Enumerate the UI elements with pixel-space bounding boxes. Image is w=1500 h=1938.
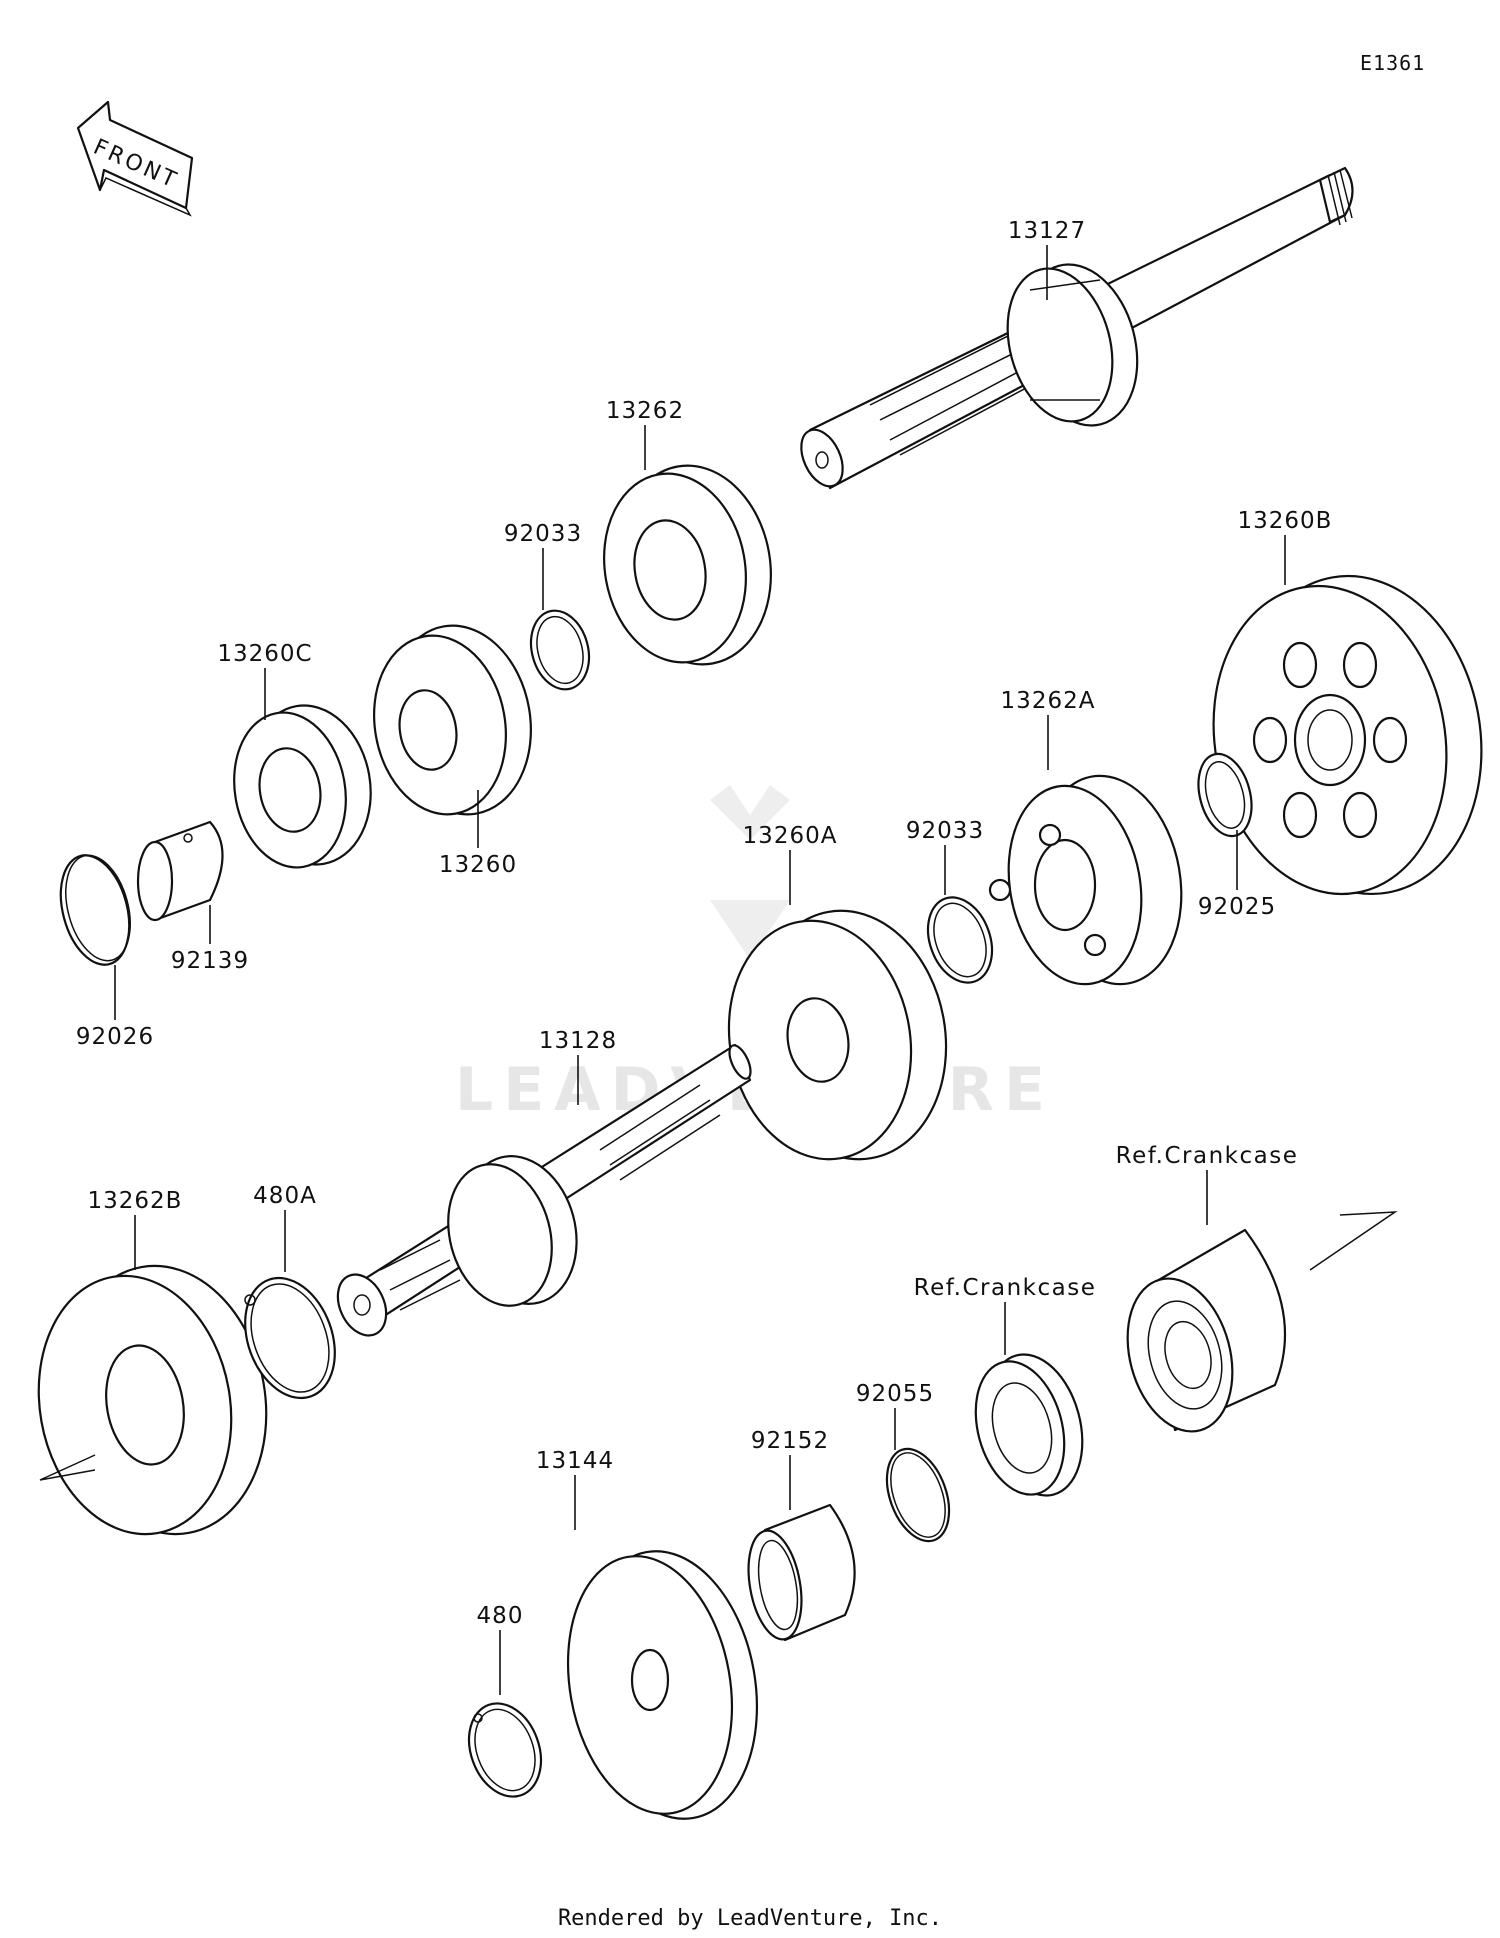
callout-13144: 13144 [536,1448,614,1474]
callout-13262A: 13262A [1001,688,1096,714]
bearing-ref-crankcase [1126,1228,1287,1433]
credit-text: Rendered by LeadVenture, Inc. [558,1906,942,1931]
callout-92033-lower: 92033 [906,818,984,844]
callout-13127: 13127 [1008,218,1086,244]
drive-shaft-13128 [336,1043,752,1337]
gear-on-shaft-13127 [1006,263,1139,427]
callout-92033-upper: 92033 [504,521,582,547]
callout-92025: 92025 [1198,894,1276,920]
callout-92152: 92152 [751,1428,829,1454]
callout-480A: 480A [253,1183,317,1209]
callout-92055: 92055 [856,1381,934,1407]
o-ring-92055 [885,1447,951,1543]
gear-13262A [988,774,1183,986]
gear-13262B [37,1264,268,1536]
bushing-92139 [136,820,224,922]
callout-labels: 13127 13262 92033 13260C 13260 92139 920… [76,218,1333,1629]
snap-ring-92033-lower [926,896,994,984]
callout-13262B: 13262B [88,1188,183,1214]
diagram-code: E1361 [1360,51,1425,75]
callout-13260: 13260 [439,852,517,878]
callout-92026: 92026 [76,1024,154,1050]
callout-ref-crankcase-seal: Ref.Crankcase [914,1275,1097,1301]
circlip-480 [467,1702,543,1798]
callout-13260C: 13260C [217,641,312,667]
callout-ref-crankcase-bearing: Ref.Crankcase [1116,1143,1299,1169]
gear-13260 [373,624,532,816]
circlip-480A [244,1276,336,1400]
callout-92139: 92139 [171,948,249,974]
callout-13260A: 13260A [743,823,838,849]
gear-13262 [603,464,772,666]
axis-lines [39,1211,1398,1481]
callout-13262: 13262 [606,398,684,424]
collar-92152 [747,1503,856,1642]
oil-seal-ref-crankcase [974,1353,1084,1497]
gear-13260A [727,909,948,1161]
sprocket-13144 [566,1550,759,1820]
gear-13260B [1212,574,1483,896]
gear-13260C [233,704,372,869]
washer-92026 [59,854,131,966]
leader-lines [114,245,1286,1695]
callout-13128: 13128 [539,1028,617,1054]
callout-480: 480 [477,1603,524,1629]
snap-ring-92033-upper [529,609,591,691]
front-arrow-icon: FRONT [76,100,194,217]
callout-13260B: 13260B [1238,508,1333,534]
washer-92025 [1197,752,1253,838]
